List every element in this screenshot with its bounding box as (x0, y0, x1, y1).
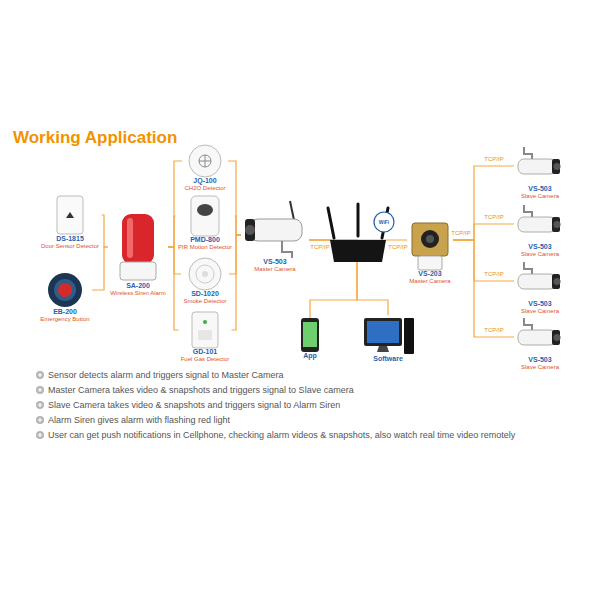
connector-line (168, 247, 179, 330)
device-node: SA-200Wireless Siren Alarm (108, 212, 168, 296)
device-node: JQ-100CH2O Detector (182, 145, 228, 191)
protocol-label: TCP/IP (451, 230, 470, 236)
device-node: VS-503Master Camera (241, 200, 309, 272)
camera-antenna (290, 201, 294, 220)
model-name: VS-203 (407, 270, 453, 278)
model-name: VS-503 (514, 356, 566, 364)
device-description: Smoke Detector (181, 298, 229, 305)
connector-line (92, 247, 108, 290)
device-description: PIR Motion Detector (176, 244, 235, 251)
emergency-button-icon (48, 273, 82, 307)
model-name: Software (361, 355, 415, 363)
model-name: VS-503 (241, 258, 309, 266)
computer-icon (364, 318, 402, 346)
note-text: Master Camera takes video & snapshots an… (48, 385, 596, 396)
note-text: Slave Camera takes video & snapshots and… (48, 400, 596, 411)
phone-icon (301, 318, 319, 352)
protocol-label: TCP/IP (388, 244, 407, 250)
siren-icon (122, 214, 154, 264)
device-node: VS-503Slave Camera (514, 262, 566, 314)
device-node: PMD-800PIR Motion Detector (176, 196, 235, 250)
model-name: VS-503 (514, 300, 566, 308)
diagram-title: Working Application (13, 128, 177, 148)
protocol-label: TCP/IP (484, 214, 503, 220)
ch2o-detector-icon (189, 145, 221, 177)
connector-line (168, 216, 176, 247)
device-node: VS-203Master Camera (407, 222, 453, 284)
device-description: Master Camera (407, 278, 453, 285)
device-description: Wireless Siren Alarm (108, 290, 168, 297)
model-name: EB-200 (38, 308, 92, 316)
gas-detector-icon (192, 312, 218, 348)
connector-line (235, 216, 242, 235)
bullet-icons (36, 371, 44, 439)
device-node: VS-503Slave Camera (514, 205, 566, 257)
protocol-label: TCP/IP (484, 156, 503, 162)
model-name: VS-503 (514, 243, 566, 251)
connector-line (453, 240, 514, 281)
device-node: VS-503Slave Camera (514, 318, 566, 370)
device-description: Slave Camera (514, 193, 566, 200)
connector-line (453, 166, 514, 240)
device-description: Emergency Button (38, 316, 92, 323)
device-description: Slave Camera (514, 364, 566, 371)
model-name: DS-1815 (39, 235, 102, 243)
connector-line (232, 235, 242, 330)
device-description: Fuel Gas Detector (179, 356, 232, 363)
device-description: CH2O Detector (182, 185, 228, 192)
note-text: Sensor detects alarm and triggers signal… (48, 370, 596, 381)
connector-line (309, 240, 388, 315)
protocol-label: TCP/IP (310, 244, 329, 250)
wifi-label: WiFi (379, 219, 390, 225)
model-name: App (299, 352, 321, 360)
vs203-camera-icon (412, 223, 448, 256)
smoke-detector-icon (189, 258, 221, 290)
connector-line (228, 161, 241, 235)
protocol-label: TCP/IP (484, 271, 503, 277)
device-node: Software (361, 315, 415, 363)
model-name: SA-200 (108, 282, 168, 290)
model-name: PMD-800 (176, 236, 235, 244)
connector-line (168, 161, 182, 247)
wifi-badge (374, 212, 394, 232)
connector-line (102, 215, 109, 247)
device-description: Slave Camera (514, 251, 566, 258)
device-node: App (299, 318, 321, 360)
model-name: GD-101 (179, 348, 232, 356)
connector-line (229, 235, 241, 274)
device-node: VS-503Slave Camera (514, 147, 566, 199)
router-icon (330, 240, 386, 262)
device-node: DS-1815Door Sensor Detector (39, 195, 102, 249)
model-name: SD-1020 (181, 290, 229, 298)
pir-detector-icon (191, 196, 219, 236)
door-sensor-icon (57, 196, 83, 234)
note-text: User can get push notifications in Cellp… (48, 430, 596, 441)
note-text: Alarm Siren gives alarm with flashing re… (48, 415, 596, 426)
model-name: JQ-100 (182, 177, 228, 185)
device-node: EB-200Emergency Button (38, 272, 92, 322)
protocol-label: TCP/IP (484, 327, 503, 333)
device-description: Door Sensor Detector (39, 243, 102, 250)
connector-line (453, 240, 514, 337)
device-node: SD-1020Smoke Detector (181, 258, 229, 304)
device-node: GD-101Fuel Gas Detector (179, 312, 232, 362)
master-camera-icon (250, 219, 302, 241)
model-name: VS-503 (514, 185, 566, 193)
device-description: Master Camera (241, 266, 309, 273)
device-description: Slave Camera (514, 308, 566, 315)
